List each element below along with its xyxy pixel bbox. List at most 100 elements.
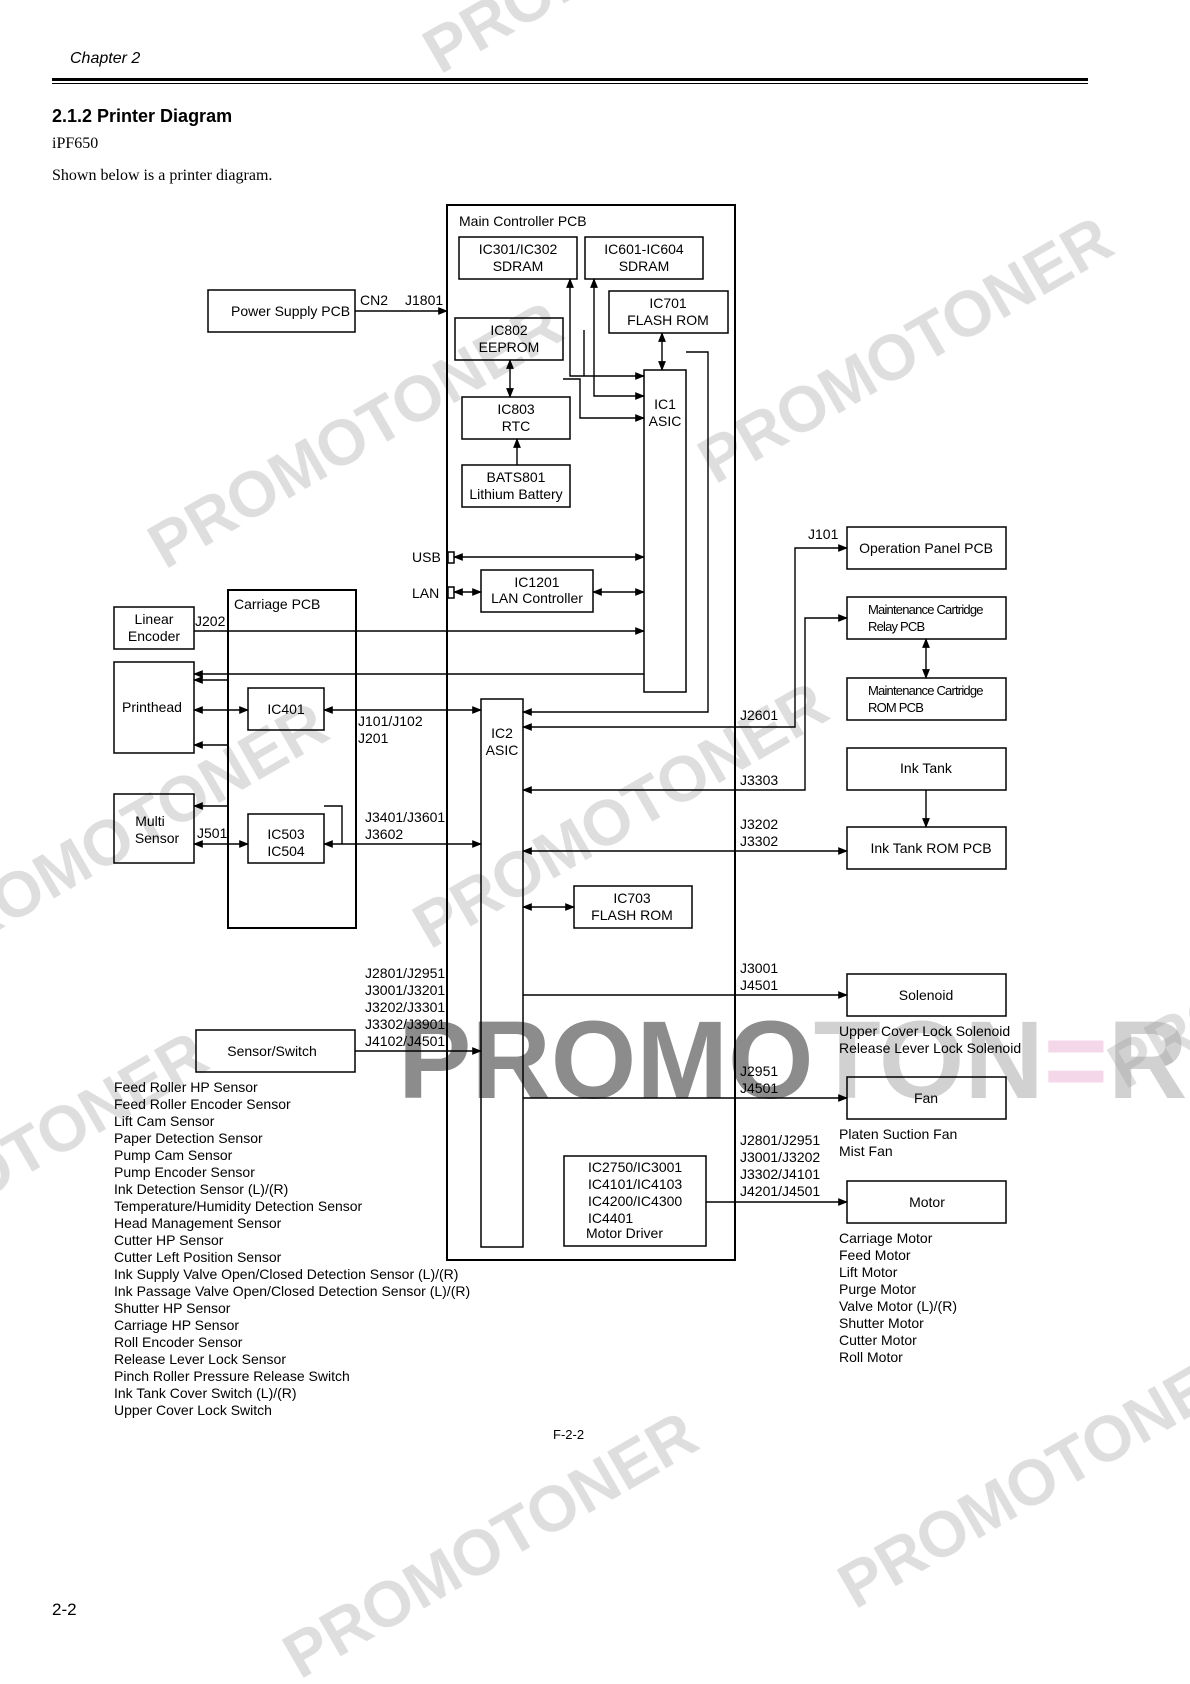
flash-701-label-2: FLASH ROM [627,312,709,328]
j101-j102-label: J101/J102 [358,713,423,729]
sensor-item: Lift Cam Sensor [114,1113,215,1129]
fan-item-2: Mist Fan [839,1143,893,1159]
battery-label-1: BATS801 [487,469,546,485]
sensor-item: Cutter Left Position Sensor [114,1249,282,1265]
maint-rom-label-1: Maintenance Cartridge [868,683,983,698]
sensor-item: Roll Encoder Sensor [114,1334,243,1350]
sensor-item: Ink Passage Valve Open/Closed Detection … [114,1283,470,1299]
motor-conn-2: J3001/J3202 [740,1149,820,1165]
carriage-pcb-box [227,589,357,929]
ic503-box [247,813,325,864]
main-pcb-label: Main Controller PCB [459,213,587,229]
chapter-header: Chapter 2 [70,50,141,67]
section-title: 2.1.2 Printer Diagram [52,106,233,126]
watermark-logo: PROMOTON=R [398,999,1187,1122]
svg-text:PROMOTON=R: PROMOTON=R [398,999,1187,1122]
sensor-item: Temperature/Humidity Detection Sensor [114,1198,363,1214]
linear-encoder-label-2: Encoder [128,628,180,644]
usb-label: USB [412,549,441,565]
maint-rom-label-2: ROM PCB [868,700,923,715]
lan-port [447,586,455,599]
motor-item: Lift Motor [839,1264,898,1280]
ic2-label-2: ASIC [486,742,519,758]
figure-label: F-2-2 [553,1427,585,1442]
eeprom-label-2: EEPROM [479,339,540,355]
motor-item: Feed Motor [839,1247,911,1263]
j1801-label: J1801 [405,292,443,308]
sensor-item: Pump Cam Sensor [114,1147,233,1163]
motor-conn-4: J4201/J4501 [740,1183,820,1199]
solenoid-item-1: Upper Cover Lock Solenoid [839,1023,1010,1039]
printhead-label: Printhead [122,699,182,715]
flash-703-label-1: IC703 [613,890,651,906]
sensor-conn-1: J2801/J2951 [365,965,445,981]
sensor-switch-label: Sensor/Switch [227,1043,316,1059]
flash-701-label-1: IC701 [649,295,687,311]
motor-label: Motor [909,1194,945,1210]
motor-item: Roll Motor [839,1349,903,1365]
motor-item: Valve Motor (L)/(R) [839,1298,957,1314]
j501-label: J501 [197,825,228,841]
sdram-1-label-2: SDRAM [493,258,544,274]
motor-conn-1: J2801/J2951 [740,1132,820,1148]
multi-sensor-label-2: Sensor [135,830,180,846]
header-rule [52,78,1088,81]
header-rule-thin [52,83,1088,84]
watermark-9: PROMOTONER [826,1327,1190,1622]
page-number: 2-2 [52,1600,77,1619]
sensor-conn-4: J3302/J3901 [365,1016,445,1032]
usb-port [447,551,455,564]
sensor-conn-3: J3202/J3301 [365,999,445,1015]
j3303-label: J3303 [740,772,778,788]
sensor-item: Ink Supply Valve Open/Closed Detection S… [114,1266,458,1282]
sensor-item: Pump Encoder Sensor [114,1164,255,1180]
ic1-label-1: IC1 [654,396,676,412]
intro-text: Shown below is a printer diagram. [52,167,273,184]
lan-controller-label-2: LAN Controller [491,590,583,606]
fan-item-1: Platen Suction Fan [839,1126,957,1142]
solenoid-item-2: Release Lever Lock Solenoid [839,1040,1021,1056]
diagram-labels: Main Controller PCB IC301/IC302 SDRAM IC… [122,213,1021,1241]
j101-label: J101 [808,526,839,542]
battery-box [461,464,571,508]
sensor-item: Carriage HP Sensor [114,1317,239,1333]
multi-sensor-box [113,793,195,864]
sdram-1-label-1: IC301/IC302 [479,241,558,257]
maint-relay-label-1: Maintenance Cartridge [868,602,983,617]
lan-controller-label-1: IC1201 [514,574,559,590]
sensor-item-list: Feed Roller HP Sensor Feed Roller Encode… [114,1079,470,1418]
power-supply-label: Power Supply PCB [231,303,350,319]
sdram-2-label-1: IC601-IC604 [604,241,684,257]
watermark-8: PROMOTONER [271,1397,709,1684]
battery-label-2: Lithium Battery [469,486,562,502]
ink-tank-label: Ink Tank [900,760,953,776]
motor-driver-label-1: IC2750/IC3001 [588,1159,682,1175]
j2951-label: J2951 [740,1063,778,1079]
sensor-item: Feed Roller Encoder Sensor [114,1096,291,1112]
eeprom-label-1: IC802 [490,322,528,338]
ink-tank-rom-label: Ink Tank ROM PCB [870,840,991,856]
multi-sensor-label-1: Multi [135,813,165,829]
motor-conn-3: J3302/J4101 [740,1166,820,1182]
sdram-2-label-2: SDRAM [619,258,670,274]
flash-703-label-2: FLASH ROM [591,907,673,923]
cn2-label: CN2 [360,292,388,308]
j201-label: J201 [358,730,389,746]
motor-driver-label-4: IC4401 [588,1210,633,1226]
sensor-item: Feed Roller HP Sensor [114,1079,258,1095]
solenoid-label: Solenoid [899,987,954,1003]
j3202-label: J3202 [740,816,778,832]
motor-item-list: Carriage Motor Feed Motor Lift Motor Pur… [839,1230,957,1365]
motor-item: Purge Motor [839,1281,916,1297]
motor-item: Shutter Motor [839,1315,924,1331]
sensor-item: Ink Detection Sensor (L)/(R) [114,1181,288,1197]
j3401-label: J3401/J3601 [365,809,445,825]
ic401-label: IC401 [267,701,305,717]
rtc-label-1: IC803 [497,401,535,417]
maint-relay-label-2: Relay PCB [868,619,925,634]
watermark-logo-part-c: R [1108,999,1187,1122]
sdram-1-box [458,236,578,280]
motor-driver-label-2: IC4101/IC4103 [588,1176,682,1192]
lan-label: LAN [412,585,439,601]
